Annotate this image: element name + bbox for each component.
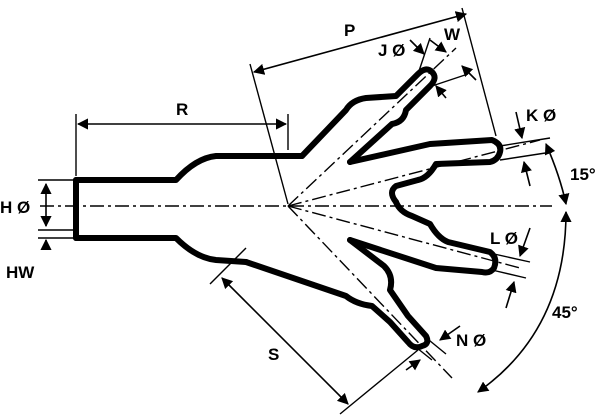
dimension-p	[249, 7, 497, 205]
label-hw: HW	[6, 263, 35, 282]
angle-45-arc	[477, 210, 572, 393]
label-s: S	[268, 345, 279, 364]
dimension-n	[405, 325, 461, 371]
center-lines	[40, 47, 552, 379]
dimension-k	[499, 111, 553, 187]
label-p: P	[344, 21, 355, 40]
dimension-j-w	[409, 37, 477, 99]
label-w: W	[444, 25, 461, 44]
dimension-r	[75, 114, 289, 176]
label-n-diameter: N Ø	[456, 331, 486, 350]
dimension-s	[209, 247, 419, 415]
label-k-diameter: K Ø	[526, 106, 556, 125]
angle-15-arc	[544, 142, 570, 206]
label-r: R	[176, 100, 188, 119]
label-angle-45: 45°	[552, 303, 578, 322]
dimension-h-hw	[38, 179, 74, 251]
label-h-diameter: H Ø	[0, 198, 30, 217]
label-angle-15: 15°	[570, 165, 596, 184]
label-l-diameter: L Ø	[490, 229, 518, 248]
boot-outline	[73, 66, 504, 351]
label-j-diameter: J Ø	[378, 41, 405, 60]
